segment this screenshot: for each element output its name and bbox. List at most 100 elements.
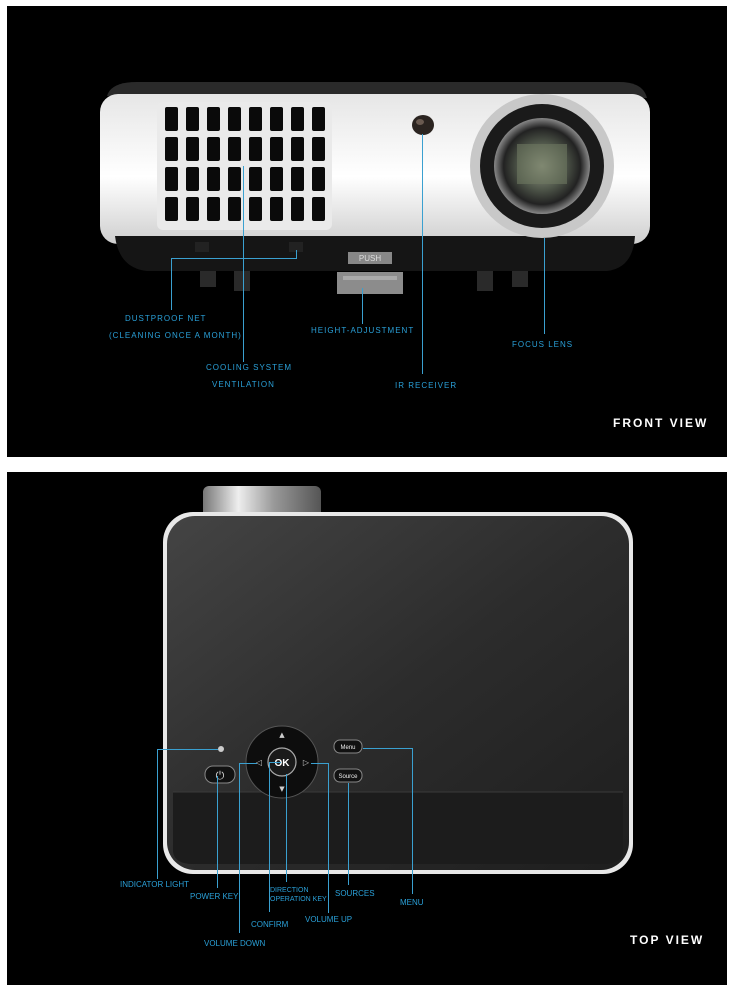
callout-dustproof-line2: (CLEANING ONCE A MONTH)	[109, 331, 242, 340]
vent-slot	[186, 107, 199, 131]
top-projector-illustration: ⏻ OK ▲ ▼ ◁ ▷ Menu Source	[163, 486, 633, 874]
vent-slot	[207, 197, 220, 221]
vent-slot	[291, 197, 304, 221]
push-button	[348, 252, 392, 264]
vent-slot	[228, 197, 241, 221]
dustproof-leader-horizontal	[171, 258, 296, 259]
callout-direction-line1: DIRECTION	[270, 887, 309, 894]
source-button-label: Source	[338, 774, 358, 780]
dustproof-net-tab-left	[195, 242, 209, 252]
callout-menu: MENU	[400, 898, 424, 907]
vent-slots	[165, 107, 325, 221]
callout-focus-lens: FOCUS LENS	[512, 340, 574, 349]
vent-slot	[207, 137, 220, 161]
height-adjust-leader	[362, 288, 363, 324]
callout-sources: SOURCES	[335, 889, 375, 898]
vent-slot	[165, 107, 178, 131]
callout-indicator-light: INDICATOR LIGHT	[120, 880, 190, 889]
sources-leader	[348, 783, 349, 885]
ir-receiver-sensor	[412, 115, 434, 135]
vent-slot	[249, 167, 262, 191]
vent-slot	[291, 167, 304, 191]
push-label: PUSH	[359, 254, 381, 263]
indicator-leader-vertical	[157, 749, 158, 879]
volume-down-leader	[239, 763, 240, 933]
lens-inner-element	[517, 144, 567, 184]
arrow-up-icon: ▲	[279, 731, 285, 739]
indicator-leader-horizontal	[157, 749, 218, 750]
volume-down-icon: ◁	[255, 758, 262, 767]
top-view-panel: ⏻ OK ▲ ▼ ◁ ▷ Menu Source INDIC	[7, 472, 727, 985]
menu-button-label: Menu	[340, 745, 355, 751]
vent-slot	[207, 167, 220, 191]
arrow-down-icon: ▼	[279, 785, 285, 793]
power-key-leader	[217, 776, 218, 888]
volume-up-leader-tick	[311, 763, 329, 764]
front-foot-left	[200, 271, 216, 287]
ventilation-grille	[157, 102, 332, 230]
dustproof-leader-tick	[296, 250, 297, 259]
confirm-leader-tick	[269, 762, 281, 763]
ir-receiver-leader	[422, 134, 423, 374]
vent-slot	[249, 197, 262, 221]
vent-slot	[165, 167, 178, 191]
vent-slot	[186, 197, 199, 221]
volume-up-leader	[328, 763, 329, 913]
vent-slot	[270, 137, 283, 161]
dustproof-leader-vertical	[171, 258, 172, 310]
vent-slot	[249, 107, 262, 131]
ok-button-ring	[267, 747, 297, 777]
menu-button-outline	[333, 739, 363, 754]
volume-down-leader-tick	[239, 763, 257, 764]
callout-volume-up: VOLUME UP	[305, 915, 353, 924]
front-view-panel: PUSH DUSTPROOF NET (CLEANING ONCE A MONT…	[7, 6, 727, 457]
callout-volume-down: VOLUME DOWN	[204, 939, 266, 948]
ir-receiver-highlight	[416, 119, 424, 125]
vent-slot	[270, 197, 283, 221]
vent-slot	[165, 197, 178, 221]
vent-slot	[249, 137, 262, 161]
vent-slot	[165, 137, 178, 161]
callout-ir-receiver: IR RECEIVER	[395, 381, 458, 390]
callout-dustproof-line1: DUSTPROOF NET	[125, 314, 207, 323]
cooling-leader	[243, 166, 244, 362]
power-key-outline	[204, 765, 236, 784]
callout-power-key: POWER KEY	[190, 892, 239, 901]
focus-lens-leader	[544, 238, 545, 334]
top-view-title: TOP VIEW	[630, 933, 705, 947]
vent-slot	[312, 107, 325, 131]
callout-cooling-line2: VENTILATION	[212, 380, 275, 389]
vent-slot	[312, 137, 325, 161]
direction-leader	[286, 774, 287, 882]
vent-slot	[186, 137, 199, 161]
confirm-leader	[269, 762, 270, 912]
vent-slot	[270, 107, 283, 131]
menu-leader-vertical	[412, 748, 413, 894]
vent-slot	[228, 107, 241, 131]
callout-direction-line2: OPERATION KEY	[270, 896, 327, 903]
lower-panel-band	[173, 792, 623, 864]
vent-slot	[312, 197, 325, 221]
vent-slot	[291, 107, 304, 131]
height-adjustment-ridge	[343, 276, 397, 280]
focus-knob	[203, 486, 321, 518]
vent-slot	[312, 167, 325, 191]
front-foot-left-2	[234, 271, 250, 291]
callout-confirm: CONFIRM	[251, 920, 289, 929]
source-button-outline	[333, 768, 363, 783]
volume-up-icon: ▷	[303, 758, 310, 767]
dustproof-net-tab-right	[289, 242, 303, 252]
vent-slot	[270, 167, 283, 191]
vent-slot	[186, 167, 199, 191]
front-view-title: FRONT VIEW	[613, 416, 709, 430]
callout-height-adjustment: HEIGHT-ADJUSTMENT	[311, 326, 415, 335]
front-foot-right	[477, 271, 493, 291]
vent-slot	[291, 137, 304, 161]
vent-slot	[228, 137, 241, 161]
front-foot-right-2	[512, 271, 528, 287]
vent-slot	[228, 167, 241, 191]
vent-slot	[207, 107, 220, 131]
height-adjustment-foot	[337, 272, 403, 294]
indicator-light	[218, 746, 224, 752]
